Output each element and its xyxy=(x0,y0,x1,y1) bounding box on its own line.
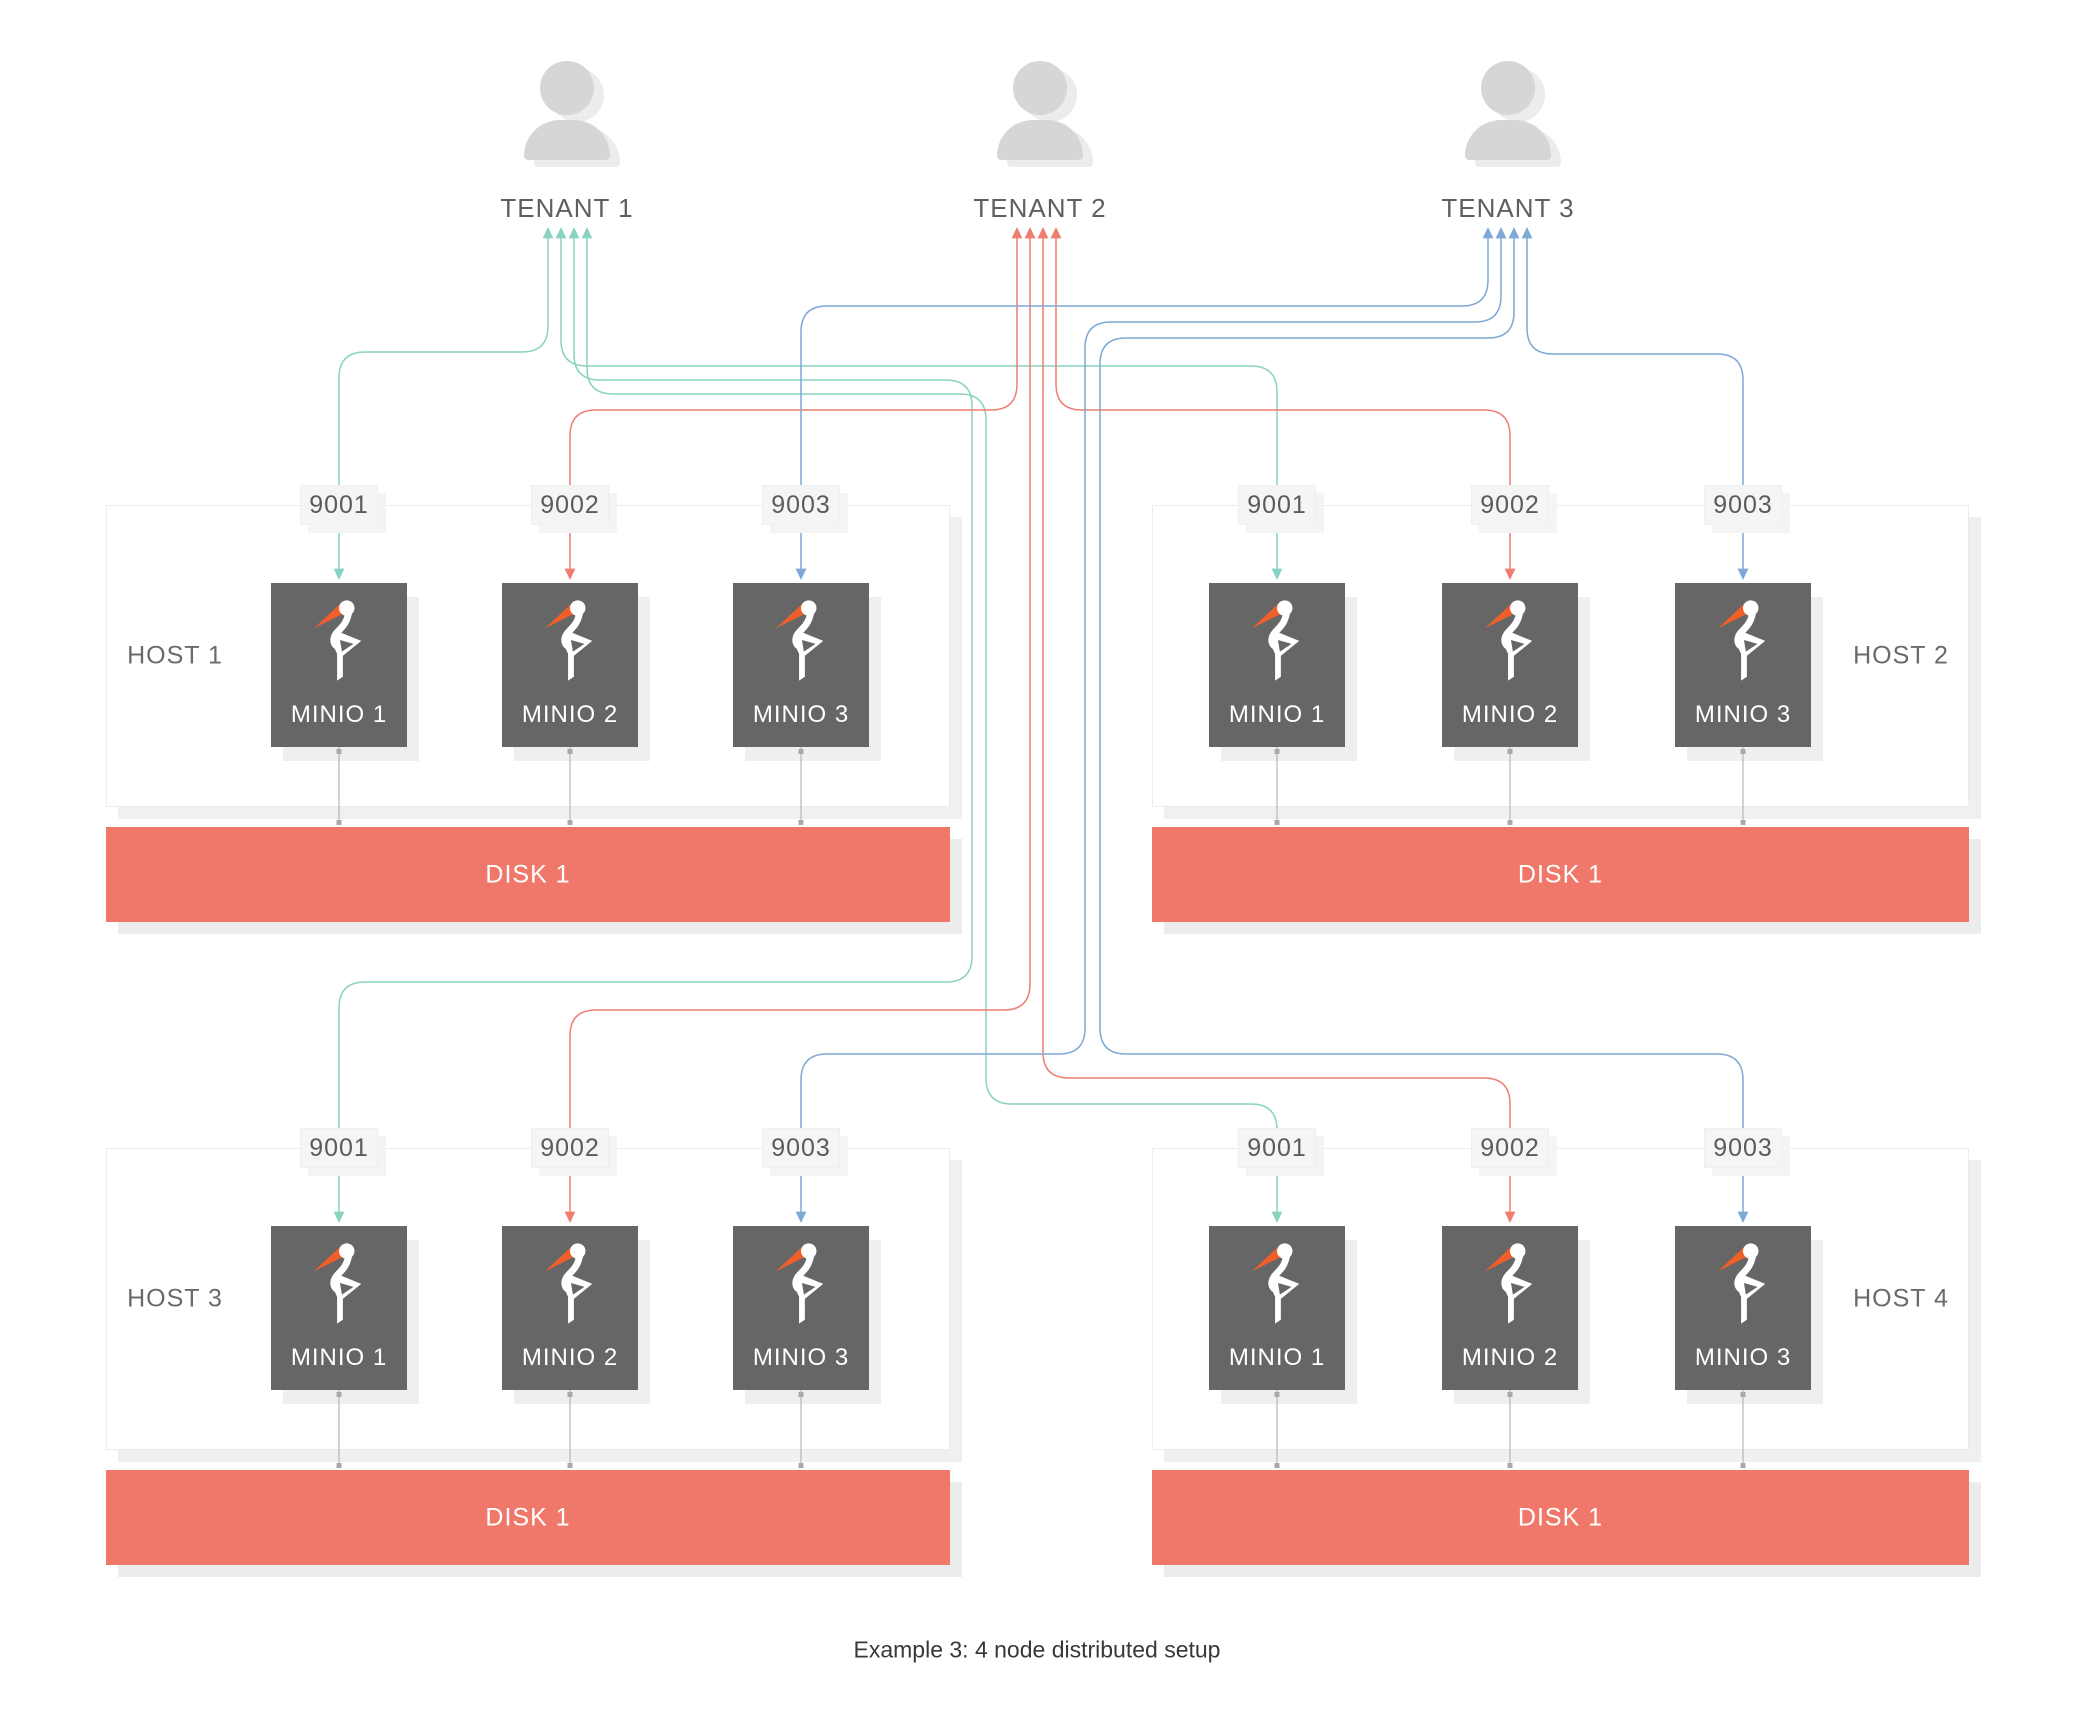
host-label: HOST 1 xyxy=(127,641,223,670)
minio-node: MINIO 3 xyxy=(733,1226,869,1390)
minio-node: MINIO 3 xyxy=(1675,1226,1811,1390)
minio-logo-icon xyxy=(1484,1243,1533,1324)
person-icon xyxy=(997,55,1093,167)
person-head xyxy=(540,61,594,115)
person-shoulders xyxy=(1465,120,1551,160)
person-shoulders xyxy=(997,120,1083,160)
minio-node: MINIO 2 xyxy=(1442,1226,1578,1390)
tenant-label: TENANT 3 xyxy=(1441,193,1575,223)
disk-label: DISK 1 xyxy=(485,1503,571,1531)
minio-label: MINIO 2 xyxy=(1461,1344,1559,1371)
minio-label: MINIO 3 xyxy=(752,1344,850,1371)
tenant-label: TENANT 2 xyxy=(973,193,1107,223)
minio-label: MINIO 1 xyxy=(290,1344,388,1371)
minio-logo-icon xyxy=(544,1243,593,1324)
minio-label: MINIO 1 xyxy=(1228,1344,1326,1371)
minio-logo-icon xyxy=(313,1243,362,1324)
minio-logo-icon xyxy=(1251,1243,1300,1324)
minio-label: MINIO 2 xyxy=(521,1344,619,1371)
person-shoulders xyxy=(524,120,610,160)
disk-label: DISK 1 xyxy=(1517,1503,1604,1531)
person-head xyxy=(1013,61,1067,115)
minio-logo-icon xyxy=(775,1243,824,1324)
disk-bar: DISK 1 xyxy=(106,1470,950,1565)
tenant-label: TENANT 1 xyxy=(500,193,634,223)
minio-node: MINIO 2 xyxy=(502,1226,638,1390)
host-label: HOST 4 xyxy=(1853,1284,1949,1313)
diagram-caption: Example 3: 4 node distributed setup xyxy=(853,1636,1221,1663)
person-icon xyxy=(1465,55,1561,167)
minio-node: MINIO 1 xyxy=(271,1226,407,1390)
minio-label: MINIO 3 xyxy=(1694,1344,1792,1371)
person-head xyxy=(1481,61,1535,115)
person-icon xyxy=(524,55,620,167)
host-label: HOST 3 xyxy=(127,1284,223,1313)
host-label: HOST 2 xyxy=(1853,641,1949,670)
disk-bar: DISK 1 xyxy=(1152,1470,1969,1565)
minio-logo-icon xyxy=(1717,1243,1766,1324)
minio-node: MINIO 1 xyxy=(1209,1226,1345,1390)
